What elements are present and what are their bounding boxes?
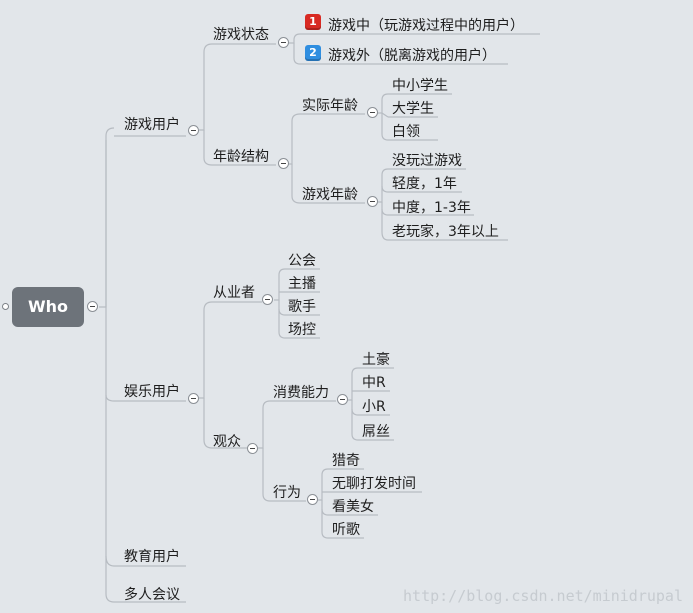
node-game-users[interactable]: 游戏用户 xyxy=(124,117,180,133)
watermark-url: http://blog.csdn.net/minidrupal xyxy=(403,587,683,605)
root-connector-dot xyxy=(2,303,9,310)
node-age-structure[interactable]: 年龄结构 xyxy=(213,149,269,165)
collapse-icon[interactable] xyxy=(337,394,348,405)
node-behavior-1[interactable]: 猎奇 xyxy=(332,453,360,469)
node-game-age-3[interactable]: 中度，1-3年 xyxy=(392,200,471,216)
node-practitioner-4[interactable]: 场控 xyxy=(288,322,316,338)
node-practitioners[interactable]: 从业者 xyxy=(213,285,255,301)
priority-1-icon: 1 xyxy=(305,14,321,30)
node-game-age-2[interactable]: 轻度，1年 xyxy=(392,176,457,192)
node-practitioner-3[interactable]: 歌手 xyxy=(288,299,316,315)
node-out-game[interactable]: 游戏外（脱离游戏的用户） xyxy=(328,48,496,64)
collapse-icon[interactable] xyxy=(188,393,199,404)
node-in-game[interactable]: 游戏中（玩游戏过程中的用户） xyxy=(328,18,524,34)
node-education-users[interactable]: 教育用户 xyxy=(124,549,180,565)
collapse-icon[interactable] xyxy=(278,37,289,48)
node-behavior[interactable]: 行为 xyxy=(273,485,301,501)
node-behavior-2[interactable]: 无聊打发时间 xyxy=(332,476,416,492)
node-spending-3[interactable]: 小R xyxy=(362,399,386,415)
collapse-icon[interactable] xyxy=(278,158,289,169)
collapse-icon[interactable] xyxy=(307,494,318,505)
node-game-age-1[interactable]: 没玩过游戏 xyxy=(392,153,462,169)
node-audience[interactable]: 观众 xyxy=(213,434,241,450)
node-real-age-3[interactable]: 白领 xyxy=(392,124,420,140)
collapse-icon[interactable] xyxy=(262,294,273,305)
node-spending-1[interactable]: 土豪 xyxy=(362,352,390,368)
priority-2-icon: 2 xyxy=(305,45,321,61)
node-game-age-4[interactable]: 老玩家，3年以上 xyxy=(392,224,499,240)
collapse-icon[interactable] xyxy=(188,125,199,136)
collapse-icon[interactable] xyxy=(367,107,378,118)
collapse-icon[interactable] xyxy=(87,301,98,312)
node-game-status[interactable]: 游戏状态 xyxy=(213,27,269,43)
node-behavior-4[interactable]: 听歌 xyxy=(332,522,360,538)
node-behavior-3[interactable]: 看美女 xyxy=(332,499,374,515)
node-real-age-2[interactable]: 大学生 xyxy=(392,101,434,117)
node-multi-meeting[interactable]: 多人会议 xyxy=(124,587,180,603)
node-spending-4[interactable]: 屌丝 xyxy=(362,424,390,440)
node-practitioner-1[interactable]: 公会 xyxy=(288,253,316,269)
node-practitioner-2[interactable]: 主播 xyxy=(288,276,316,292)
node-spending-2[interactable]: 中R xyxy=(362,375,386,391)
collapse-icon[interactable] xyxy=(247,443,258,454)
node-real-age[interactable]: 实际年龄 xyxy=(302,98,358,114)
node-game-age[interactable]: 游戏年龄 xyxy=(302,187,358,203)
collapse-icon[interactable] xyxy=(367,196,378,207)
node-entertainment-users[interactable]: 娱乐用户 xyxy=(124,384,180,400)
root-node[interactable]: Who xyxy=(12,287,84,327)
node-spending-power[interactable]: 消费能力 xyxy=(273,385,329,401)
node-real-age-1[interactable]: 中小学生 xyxy=(392,78,448,94)
